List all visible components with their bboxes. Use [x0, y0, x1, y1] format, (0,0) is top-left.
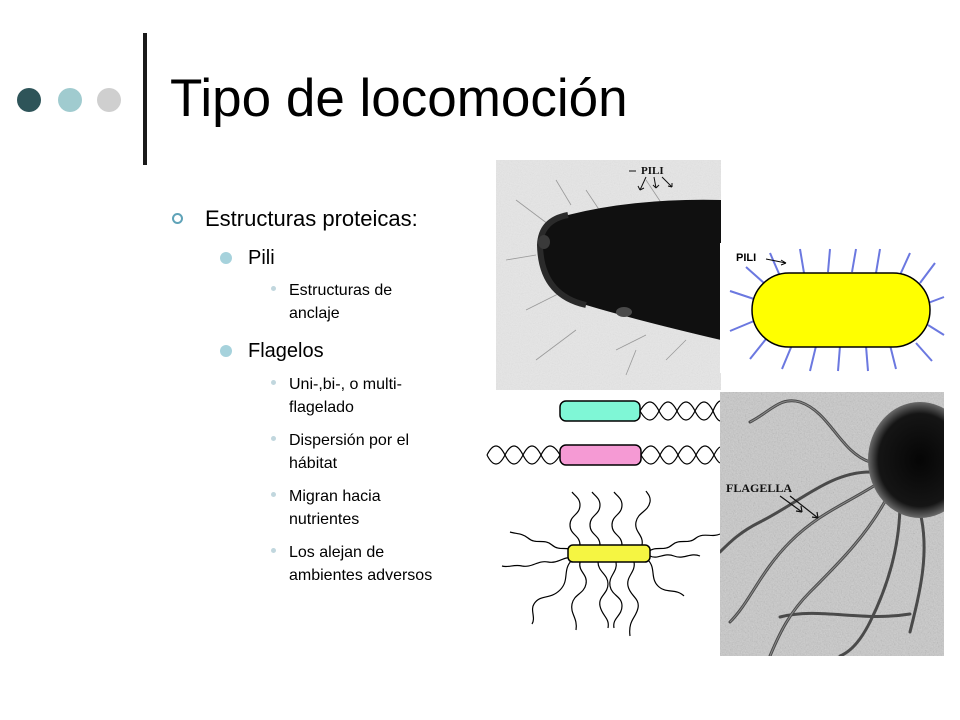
flagelos-item-2-line-1: Dispersión por el — [289, 432, 410, 449]
pili-item-1-line-1: Estructuras de — [289, 282, 393, 299]
decorative-dot-teal — [58, 88, 82, 112]
monotrichous-bacterium-icon — [559, 400, 720, 422]
bullet-small-icon — [271, 380, 276, 385]
pili-diagram-image: PILI — [720, 243, 945, 373]
flagelos-item-2-line-2: hábitat — [289, 455, 338, 472]
bullet-small-icon — [271, 286, 276, 291]
flagelos-item-4-line-1: Los alejan de — [289, 544, 385, 561]
pili-micrograph-image: PILI — [496, 160, 721, 390]
amphitrichous-bacterium-icon — [486, 444, 720, 466]
decorative-dot-dark — [17, 88, 41, 112]
flagella-micrograph-image: FLAGELLA — [720, 392, 944, 656]
bullet-small-icon — [271, 436, 276, 441]
peritrichous-bacterium-icon — [501, 490, 720, 637]
bullet-dot-icon — [220, 345, 232, 357]
bullet-small-icon — [271, 492, 276, 497]
bullet-ring-icon — [172, 213, 183, 224]
title-divider — [143, 33, 147, 165]
flagella-micrograph-label: FLAGELLA — [726, 481, 792, 495]
slide-title: Tipo de locomoción — [170, 69, 628, 128]
flagelos-item-3-line-2: nutrientes — [289, 511, 360, 528]
bullet-pili: Pili — [248, 247, 275, 269]
decorative-dot-gray — [97, 88, 121, 112]
bullet-small-icon — [271, 548, 276, 553]
flagelos-item-3-line-1: Migran hacia — [289, 488, 381, 505]
bullet-dot-icon — [220, 252, 232, 264]
flagelos-item-1-line-1: Uni-,bi-, o multi- — [289, 376, 402, 393]
flagelos-item-1-line-2: flagelado — [289, 399, 354, 416]
pili-diagram-label: PILI — [736, 252, 756, 264]
pili-item-1-line-2: anclaje — [289, 305, 340, 322]
flagelos-item-4-line-2: ambientes adversos — [289, 567, 433, 584]
pili-micrograph-label: PILI — [641, 165, 664, 177]
bullet-main: Estructuras proteicas: — [205, 206, 418, 231]
bullet-flagelos: Flagelos — [248, 340, 324, 362]
